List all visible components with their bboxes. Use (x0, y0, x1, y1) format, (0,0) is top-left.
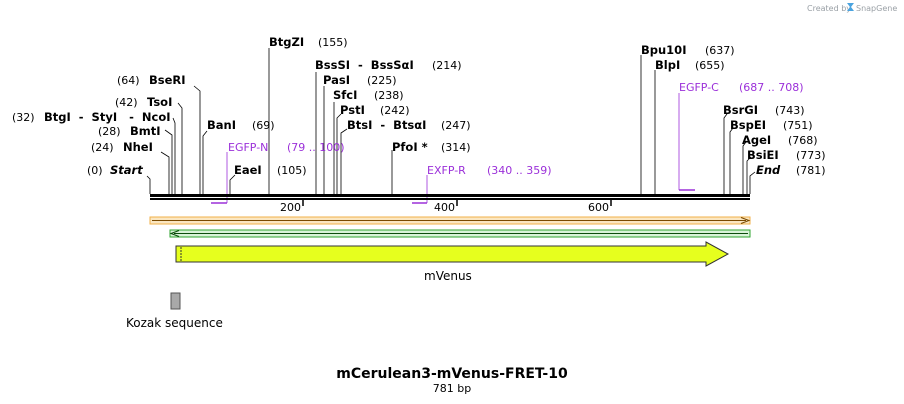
cut-line-btgi (172, 117, 176, 194)
btgi-styi-ncoi-label: BtgI - StyI - NcoI (44, 110, 171, 124)
map-title: mCerulean3-mVenus-FRET-10 (336, 366, 568, 382)
sfci-pos: (238) (374, 89, 404, 102)
credit-prefix: Created by (807, 4, 851, 13)
feature-kozak-box (170, 292, 181, 310)
end-pos: (781) (796, 164, 826, 177)
cut-line-bsiei (746, 156, 752, 194)
bseri-label: BseRI (149, 73, 186, 87)
enzyme-cut-lines (146, 48, 756, 194)
bspei-label: BspEI (730, 118, 766, 132)
nhei-pos: (24) (91, 141, 114, 154)
feature-mvenus (175, 241, 730, 267)
cut-line-btsi (340, 128, 348, 194)
tsoi-label: TsoI (147, 95, 172, 109)
btgzi-pos: (155) (318, 36, 348, 49)
psti-label: PstI (340, 103, 365, 117)
start-pos: (0) (87, 164, 103, 177)
agei-label: AgeI (742, 133, 771, 147)
cut-line-nhei (160, 151, 170, 194)
primer-exfp-r-range: (340 .. 359) (487, 164, 552, 177)
btgzi-label: BtgZI (269, 35, 304, 49)
cut-line-bseri (193, 85, 201, 194)
primer-egfp-c-label: EGFP-C (679, 81, 719, 94)
cut-line-start (146, 175, 151, 194)
map-subtitle: 781 bp (433, 382, 471, 395)
feature-kozak-label: Kozak sequence (126, 316, 223, 330)
bpu10i-label: Bpu10I (641, 43, 686, 57)
feature-mvenus-label: mVenus (424, 269, 472, 283)
bspei-pos: (751) (783, 119, 813, 132)
bsiei-pos: (773) (796, 149, 826, 162)
ruler: 200 400 600 (280, 200, 612, 214)
eaei-label: EaeI (234, 163, 262, 177)
orf-reverse-arrow (169, 229, 751, 238)
tsoi-pos: (42) (115, 96, 138, 109)
bsrgi-label: BsrGI (723, 103, 758, 117)
cut-line-bspei (729, 127, 734, 194)
end-label: End (756, 163, 781, 177)
backbone-bottom-strand (150, 198, 750, 200)
ruler-label-600: 600 (588, 201, 609, 214)
btsi-pos: (247) (441, 119, 471, 132)
bani-label: BanI (207, 118, 236, 132)
bsssi-pos: (214) (432, 59, 462, 72)
blpi-label: BlpI (655, 58, 680, 72)
cut-line-end (749, 171, 756, 194)
ruler-label-200: 200 (280, 201, 301, 214)
blpi-pos: (655) (695, 59, 725, 72)
sfci-label: SfcI (333, 88, 357, 102)
btsi-label: BtsI - BtsαI (347, 118, 426, 132)
psti-pos: (242) (380, 104, 410, 117)
primer-exfp-r-label: EXFP-R (427, 164, 466, 177)
credit-brand: SnapGene (856, 4, 897, 13)
pasi-label: PasI (323, 73, 350, 87)
cut-line-eaei (229, 174, 236, 194)
bsiei-label: BsiEI (747, 148, 779, 162)
bsrgi-pos: (743) (775, 104, 805, 117)
pfoi-pos: (314) (441, 141, 471, 154)
ruler-label-400: 400 (434, 201, 455, 214)
cut-line-bmti (164, 129, 173, 194)
agei-pos: (768) (788, 134, 818, 147)
bsssi-label: BssSI - BssSαI (315, 58, 414, 72)
bpu10i-pos: (637) (705, 44, 735, 57)
nhei-label: NheI (123, 140, 153, 154)
cut-line-agei (742, 141, 747, 194)
btgi-pos: (32) (12, 111, 35, 124)
pfoi-label: PfoI * (392, 140, 428, 154)
eaei-pos: (105) (277, 164, 307, 177)
cut-line-tsoi (177, 102, 183, 194)
primer-egfp-n-range: (79 .. 100) (287, 141, 345, 154)
bseri-pos: (64) (117, 74, 140, 87)
primer-egfp-n-label: EGFP-N (228, 141, 268, 154)
snapgene-logo-icon (847, 3, 854, 11)
cut-line-psti (336, 113, 342, 194)
orf-forward-arrow (149, 216, 751, 225)
backbone-top-strand (150, 194, 750, 197)
bmti-label: BmtI (130, 124, 161, 138)
bani-pos: (69) (252, 119, 275, 132)
cut-line-bsrgi (723, 113, 728, 194)
start-label: Start (110, 163, 143, 177)
pasi-pos: (225) (367, 74, 397, 87)
bmti-pos: (28) (98, 125, 121, 138)
cut-line-bani (202, 130, 208, 194)
primer-egfp-c-range: (687 .. 708) (739, 81, 804, 94)
